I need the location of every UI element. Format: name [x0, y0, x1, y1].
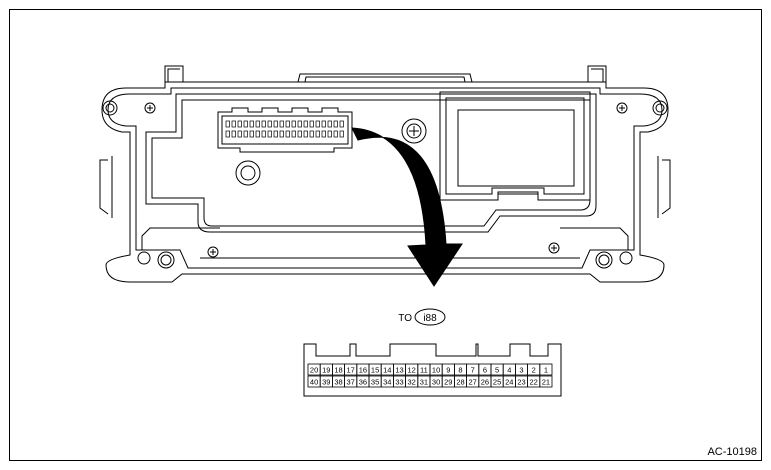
pin-number: 36	[359, 378, 367, 387]
pin-number: 35	[371, 378, 379, 387]
pin-number: 25	[493, 378, 501, 387]
pin-number: 27	[469, 378, 477, 387]
unit-pin-slot	[237, 130, 242, 138]
unit-pin-slot	[243, 120, 248, 128]
pin-number: 21	[542, 378, 550, 387]
pin-number: 16	[359, 366, 367, 375]
unit-pin-slot	[339, 120, 344, 128]
pin-number: 40	[310, 378, 318, 387]
pin-number: 22	[530, 378, 538, 387]
unit-pin-slot	[321, 120, 326, 128]
unit-pin-slot	[231, 120, 236, 128]
pin-number: 2	[532, 366, 536, 375]
unit-pin-slot	[333, 120, 338, 128]
unit-pin-slot	[279, 120, 284, 128]
pin-cell	[539, 375, 553, 388]
unit-pin-slot	[321, 130, 326, 138]
unit-pin-slot	[225, 120, 230, 128]
callout-code-oval	[414, 308, 446, 326]
pin-number: 5	[495, 366, 499, 375]
pin-number: 19	[322, 366, 330, 375]
unit-pin-slot	[255, 120, 260, 128]
pin-number: 28	[456, 378, 464, 387]
unit-pin-slot	[303, 120, 308, 128]
pin-number: 30	[432, 378, 440, 387]
unit-pin-slot	[231, 130, 236, 138]
unit-pin-slot	[303, 130, 308, 138]
unit-pin-slot	[261, 120, 266, 128]
unit-pin-slot	[327, 130, 332, 138]
pin-number: 18	[334, 366, 342, 375]
unit-pin-slot	[285, 130, 290, 138]
unit-pin-slot	[333, 130, 338, 138]
unit-pin-slot	[327, 120, 332, 128]
unit-pin-slot	[255, 130, 260, 138]
unit-pin-slot	[339, 130, 344, 138]
pin-number: 24	[505, 378, 513, 387]
pin-number: 13	[395, 366, 403, 375]
pin-number: 8	[458, 366, 462, 375]
unit-pin-slot	[237, 120, 242, 128]
unit-pin-slot	[315, 130, 320, 138]
unit-pin-slot	[243, 130, 248, 138]
unit-pin-slot	[273, 130, 278, 138]
pin-number: 10	[432, 366, 440, 375]
unit-pin-slot	[249, 120, 254, 128]
pin-number: 9	[446, 366, 450, 375]
unit-pin-slot	[309, 120, 314, 128]
unit-pin-slot	[225, 130, 230, 138]
unit-pin-slot	[267, 130, 272, 138]
pin-number: 4	[507, 366, 511, 375]
pin-number: 38	[334, 378, 342, 387]
unit-connector-housing	[217, 107, 353, 153]
unit-pin-slot	[291, 130, 296, 138]
unit-pin-slot	[267, 120, 272, 128]
pin-number: 34	[383, 378, 391, 387]
unit-pin-slot	[279, 130, 284, 138]
pin-number: 17	[347, 366, 355, 375]
figure-id: AC-10198	[707, 446, 757, 458]
pin-number: 15	[371, 366, 379, 375]
unit-pin-slot	[297, 120, 302, 128]
pin-number: 7	[471, 366, 475, 375]
pin-number: 32	[408, 378, 416, 387]
unit-pin-slot	[297, 130, 302, 138]
pinout-connector-outline	[303, 343, 562, 397]
pin-number: 6	[483, 366, 487, 375]
pin-number: 14	[383, 366, 391, 375]
pin-number: 1	[544, 366, 548, 375]
unit-pin-slot	[315, 120, 320, 128]
unit-pin-slot	[273, 120, 278, 128]
pin-number: 39	[322, 378, 330, 387]
pin-number: 12	[408, 366, 416, 375]
callout-prefix: TO	[398, 313, 412, 324]
pin-number: 37	[347, 378, 355, 387]
pin-number: 31	[420, 378, 428, 387]
pin-number: 20	[310, 366, 318, 375]
figure-frame	[9, 9, 762, 461]
unit-pin-slot	[285, 120, 290, 128]
unit-pin-slot	[249, 130, 254, 138]
pin-number: 33	[395, 378, 403, 387]
pin-cell	[539, 363, 553, 376]
pin-number: 3	[519, 366, 523, 375]
pin-number: 23	[517, 378, 525, 387]
pin-number: 29	[444, 378, 452, 387]
unit-pin-slot	[291, 120, 296, 128]
unit-pin-slot	[309, 130, 314, 138]
callout-code: i88	[423, 313, 437, 324]
unit-connector-pins	[225, 120, 344, 138]
pin-number: 11	[420, 366, 428, 375]
direction-arrow	[351, 127, 463, 287]
control-unit-rear-view	[99, 65, 671, 283]
unit-pin-slot	[261, 130, 266, 138]
pin-number: 26	[481, 378, 489, 387]
